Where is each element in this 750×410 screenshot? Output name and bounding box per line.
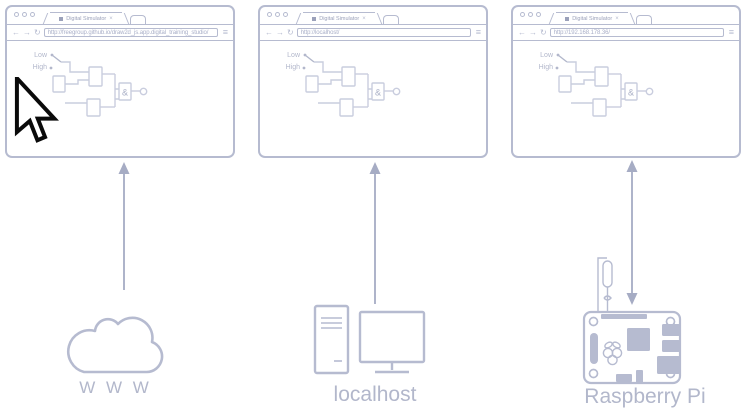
arrow-localhost-to-browser — [369, 162, 381, 304]
browser-window-localhost: Digital Simulator × ← → ↻ http://localho… — [258, 5, 488, 158]
logic-block-top — [594, 66, 609, 87]
simulator-canvas[interactable]: Low High & — [7, 41, 233, 156]
circuit-wires — [305, 61, 401, 117]
url-text: http://192.168.178.36/ — [553, 29, 610, 36]
new-tab-button[interactable] — [130, 15, 146, 24]
logic-block-bottom — [592, 98, 607, 117]
output-probe — [645, 87, 654, 96]
circuit-diagram: Low High & — [286, 52, 401, 117]
raspberry-pi-icon — [582, 257, 682, 385]
window-titlebar: Digital Simulator × — [513, 7, 739, 25]
menu-button[interactable]: ≡ — [222, 27, 228, 37]
output-probe — [392, 87, 401, 96]
back-button[interactable]: ← — [518, 27, 526, 37]
refresh-button[interactable]: ↻ — [287, 27, 294, 37]
window-controls — [520, 12, 541, 17]
computer-icon — [313, 304, 426, 375]
switch-high-label: High — [286, 64, 301, 71]
arrow-www-to-browser — [118, 162, 130, 290]
input-switch[interactable]: Low High — [33, 52, 62, 71]
simulator-canvas[interactable]: Low High & — [260, 41, 486, 156]
tab-title: Digital Simulator — [319, 15, 360, 22]
window-zoom-button[interactable] — [283, 12, 288, 17]
window-close-button[interactable] — [520, 12, 525, 17]
localhost-label: localhost — [333, 383, 417, 406]
circuit-diagram: Low High & — [33, 52, 148, 117]
simulator-canvas[interactable]: Low High & — [513, 41, 739, 156]
window-minimize-button[interactable] — [22, 12, 27, 17]
window-titlebar: Digital Simulator × — [260, 7, 486, 25]
and-gate-label: & — [375, 88, 381, 98]
back-button[interactable]: ← — [265, 27, 273, 37]
menu-button[interactable]: ≡ — [728, 27, 734, 37]
browser-tab[interactable]: Digital Simulator × — [556, 12, 628, 24]
tab-favicon-icon — [59, 16, 64, 21]
arrow-raspberrypi-bidirectional — [626, 160, 638, 305]
window-close-button[interactable] — [267, 12, 272, 17]
window-minimize-button[interactable] — [528, 12, 533, 17]
logic-block-top — [341, 66, 356, 87]
raspberry-pi-label: Raspberry Pi — [584, 385, 706, 408]
window-controls — [14, 12, 35, 17]
url-bar[interactable]: http://192.168.178.36/ — [549, 28, 724, 37]
cloud-icon — [67, 316, 164, 374]
circuit-wires — [558, 61, 654, 117]
tab-close-icon[interactable]: × — [362, 15, 366, 22]
tab-close-icon[interactable]: × — [615, 15, 619, 22]
and-gate-label: & — [122, 88, 128, 98]
browser-window-raspberry-pi: Digital Simulator × ← → ↻ http://192.168… — [511, 5, 741, 158]
window-zoom-button[interactable] — [30, 12, 35, 17]
browser-toolbar: ← → ↻ http://localhost/ ≡ — [260, 25, 486, 41]
window-titlebar: Digital Simulator × — [7, 7, 233, 25]
menu-button[interactable]: ≡ — [475, 27, 481, 37]
circuit-wires — [52, 61, 148, 117]
refresh-button[interactable]: ↻ — [34, 27, 41, 37]
input-switch[interactable]: Low High — [286, 52, 315, 71]
window-zoom-button[interactable] — [536, 12, 541, 17]
back-button[interactable]: ← — [12, 27, 20, 37]
window-minimize-button[interactable] — [275, 12, 280, 17]
logic-block-top — [88, 66, 103, 87]
browser-toolbar: ← → ↻ http://freegroup.github.io/draw2d_… — [7, 25, 233, 41]
logic-block-left — [558, 75, 572, 93]
url-bar[interactable]: http://freegroup.github.io/draw2d_js.app… — [43, 28, 218, 37]
board-components — [590, 314, 680, 383]
tab-favicon-icon — [565, 16, 570, 21]
and-gate-label: & — [628, 88, 634, 98]
circuit-diagram: Low High & — [539, 52, 654, 117]
window-close-button[interactable] — [14, 12, 19, 17]
new-tab-button[interactable] — [383, 15, 399, 24]
input-switch[interactable]: Low High — [539, 52, 568, 71]
switch-low-label: Low — [540, 52, 554, 59]
url-text: http://localhost/ — [300, 29, 340, 36]
www-label: W W W — [79, 378, 152, 397]
raspberry-logo — [602, 341, 623, 366]
tab-title: Digital Simulator — [66, 15, 107, 22]
output-probe — [139, 87, 148, 96]
forward-button[interactable]: → — [23, 27, 31, 37]
forward-button[interactable]: → — [529, 27, 537, 37]
forward-button[interactable]: → — [276, 27, 284, 37]
tab-close-icon[interactable]: × — [109, 15, 113, 22]
switch-high-label: High — [33, 64, 48, 71]
url-text: http://freegroup.github.io/draw2d_js.app… — [47, 29, 209, 36]
refresh-button[interactable]: ↻ — [540, 27, 547, 37]
logic-block-bottom — [86, 98, 101, 117]
window-controls — [267, 12, 288, 17]
tab-title: Digital Simulator — [572, 15, 613, 22]
mouse-cursor — [14, 77, 59, 143]
browser-toolbar: ← → ↻ http://192.168.178.36/ ≡ — [513, 25, 739, 41]
switch-low-label: Low — [34, 52, 48, 59]
logic-block-left — [305, 75, 319, 93]
switch-high-label: High — [539, 64, 554, 71]
browser-tab[interactable]: Digital Simulator × — [303, 12, 375, 24]
browser-tab[interactable]: Digital Simulator × — [50, 12, 122, 24]
url-bar[interactable]: http://localhost/ — [296, 28, 471, 37]
sensor-wire — [597, 257, 613, 312]
switch-low-label: Low — [287, 52, 301, 59]
logic-block-bottom — [339, 98, 354, 117]
tab-favicon-icon — [312, 16, 317, 21]
new-tab-button[interactable] — [636, 15, 652, 24]
